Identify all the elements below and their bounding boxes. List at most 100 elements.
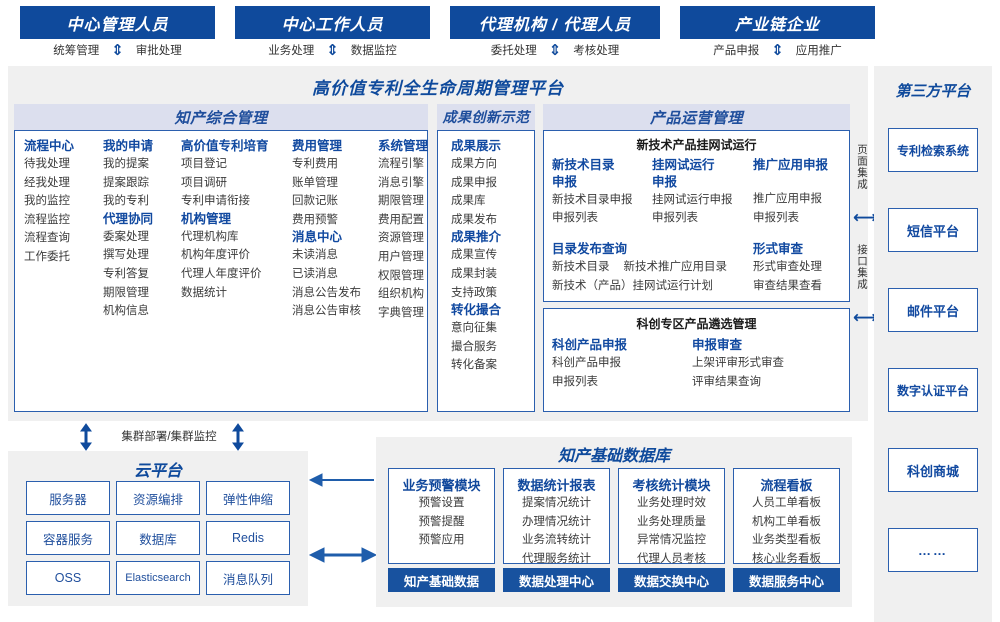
menu-item[interactable]: 用户管理	[378, 251, 424, 263]
menu-item[interactable]: 机构信息	[103, 305, 149, 318]
database-footer-0[interactable]: 知产基础数据	[388, 568, 495, 592]
cloud-cell-0[interactable]: 服务器	[26, 481, 110, 515]
group-title[interactable]: 流程中心	[24, 139, 75, 153]
group-title[interactable]: 形式审查	[753, 242, 804, 256]
database-footer-2[interactable]: 数据交换中心	[618, 568, 725, 592]
group-title[interactable]: 成果推介	[451, 230, 502, 245]
group-title[interactable]: 挂网试运行申报	[652, 158, 715, 189]
menu-item[interactable]: 流程监控	[24, 213, 70, 226]
database-item[interactable]: 业务类型看板	[752, 534, 821, 547]
menu-item[interactable]: 上架评审形式审查	[692, 356, 784, 369]
menu-item[interactable]: 形式审查处理	[753, 260, 822, 273]
menu-item[interactable]: 流程查询	[24, 232, 70, 245]
database-item[interactable]: 异常情况监控	[637, 534, 706, 547]
menu-item[interactable]: 新技术（产品）挂网试运行计划	[552, 279, 713, 292]
menu-item[interactable]: 成果申报	[451, 176, 497, 189]
cloud-cell-5[interactable]: Redis	[206, 521, 290, 555]
menu-item[interactable]: 工作委托	[24, 251, 70, 263]
menu-item[interactable]: 评审结果查询	[692, 375, 761, 388]
menu-item[interactable]: 待我处理	[24, 157, 70, 170]
menu-item[interactable]: 代理人年度评价	[181, 267, 262, 280]
menu-item[interactable]: 字典管理	[378, 306, 424, 319]
database-footer-3[interactable]: 数据服务中心	[733, 568, 840, 592]
database-item[interactable]: 机构工单看板	[752, 515, 821, 528]
menu-item[interactable]: 申报列表	[652, 212, 698, 225]
menu-item[interactable]: 科创产品申报	[552, 356, 621, 369]
cloud-cell-2[interactable]: 弹性伸缩	[206, 481, 290, 515]
database-item[interactable]: 核心业务看板	[752, 552, 821, 565]
cloud-cell-4[interactable]: 数据库	[116, 521, 200, 555]
menu-item[interactable]: 期限管理	[103, 286, 149, 299]
menu-item[interactable]: 我的专利	[103, 195, 149, 208]
database-item[interactable]: 业务流转统计	[522, 534, 591, 547]
menu-item[interactable]: 新技术目录申报	[552, 193, 633, 206]
cloud-cell-8[interactable]: 消息队列	[206, 561, 290, 595]
menu-item[interactable]: 费用预警	[292, 213, 338, 226]
third-party-item-1[interactable]: 短信平台	[888, 208, 978, 252]
third-party-item-0[interactable]: 专利检索系统	[888, 128, 978, 172]
group-title[interactable]: 推广应用申报	[753, 158, 829, 172]
menu-item[interactable]: 代理机构库	[181, 230, 239, 243]
third-party-item-4[interactable]: 科创商城	[888, 448, 978, 492]
menu-item[interactable]: 数据统计	[181, 286, 227, 299]
database-item[interactable]: 代理服务统计	[522, 552, 591, 565]
database-item[interactable]: 办理情况统计	[522, 515, 591, 528]
cloud-cell-3[interactable]: 容器服务	[26, 521, 110, 555]
database-item[interactable]: 提案情况统计	[522, 497, 591, 509]
database-footer-1[interactable]: 数据处理中心	[503, 568, 610, 592]
group-title[interactable]: 高价值专利培育	[181, 139, 269, 153]
menu-item[interactable]: 推广应用申报	[753, 192, 822, 205]
menu-item[interactable]: 提案跟踪	[103, 176, 149, 189]
menu-item[interactable]: 费用配置	[378, 213, 424, 226]
third-party-item-3[interactable]: 数字认证平台	[888, 368, 978, 412]
menu-item[interactable]: 撰写处理	[103, 249, 149, 262]
group-title[interactable]: 科创产品申报	[552, 338, 628, 352]
menu-item[interactable]: 消息公告发布	[292, 286, 361, 299]
menu-item[interactable]: 成果宣传	[451, 249, 497, 262]
menu-item[interactable]: 成果方向	[451, 157, 497, 170]
menu-item[interactable]: 意向征集	[451, 322, 497, 334]
menu-item[interactable]: 成果发布	[451, 213, 497, 226]
menu-item[interactable]: 专利费用	[292, 157, 338, 170]
menu-item[interactable]: 未读消息	[292, 249, 338, 262]
menu-item[interactable]: 项目调研	[181, 176, 227, 189]
database-item[interactable]: 预警提醒	[418, 515, 465, 528]
menu-item[interactable]: 机构年度评价	[181, 249, 250, 262]
menu-item[interactable]: 资源管理	[378, 232, 424, 245]
group-title[interactable]: 消息中心	[292, 230, 343, 245]
group-title[interactable]: 目录发布查询	[552, 242, 628, 256]
cloud-cell-1[interactable]: 资源编排	[116, 481, 200, 515]
menu-item[interactable]: 撮合服务	[451, 340, 497, 353]
cloud-cell-6[interactable]: OSS	[26, 561, 110, 595]
menu-item[interactable]: 挂网试运行申报	[652, 193, 733, 206]
menu-item[interactable]: 申报列表	[552, 375, 598, 388]
group-title[interactable]: 费用管理	[292, 139, 343, 153]
menu-item[interactable]: 期限管理	[378, 195, 424, 208]
menu-item[interactable]: 申报列表	[552, 212, 598, 225]
menu-item[interactable]: 消息公告审核	[292, 305, 361, 318]
group-title[interactable]: 系统管理	[378, 139, 429, 153]
menu-item[interactable]: 支持政策	[451, 286, 497, 299]
database-item[interactable]: 预警应用	[418, 534, 465, 547]
menu-item[interactable]: 消息引擎	[378, 176, 424, 189]
database-item[interactable]: 人员工单看板	[752, 497, 821, 509]
menu-item[interactable]: 审查结果查看	[753, 279, 822, 292]
menu-item[interactable]: 账单管理	[292, 176, 338, 189]
menu-item[interactable]: 我的提案	[103, 157, 149, 170]
database-item[interactable]: 预警设置	[418, 497, 465, 509]
menu-item[interactable]: 新技术目录	[552, 260, 610, 273]
group-title[interactable]: 申报审查	[692, 338, 743, 352]
menu-item[interactable]: 权限管理	[378, 269, 424, 282]
menu-item[interactable]: 我的监控	[24, 195, 70, 208]
menu-item[interactable]: 已读消息	[292, 267, 338, 280]
menu-item[interactable]: 成果封装	[451, 267, 497, 280]
menu-item[interactable]: 经我处理	[24, 176, 70, 189]
group-title[interactable]: 代理协同	[103, 211, 154, 226]
group-title[interactable]: 转化撮合	[451, 303, 502, 318]
menu-item[interactable]: 回款记账	[292, 195, 338, 208]
menu-item[interactable]: 新技术推广应用目录	[623, 260, 728, 273]
cloud-cell-7[interactable]: Elasticsearch	[116, 561, 200, 595]
menu-item[interactable]: 流程引擎	[378, 157, 424, 170]
menu-item[interactable]: 成果库	[451, 195, 486, 208]
menu-item[interactable]: 申报列表	[753, 211, 799, 224]
